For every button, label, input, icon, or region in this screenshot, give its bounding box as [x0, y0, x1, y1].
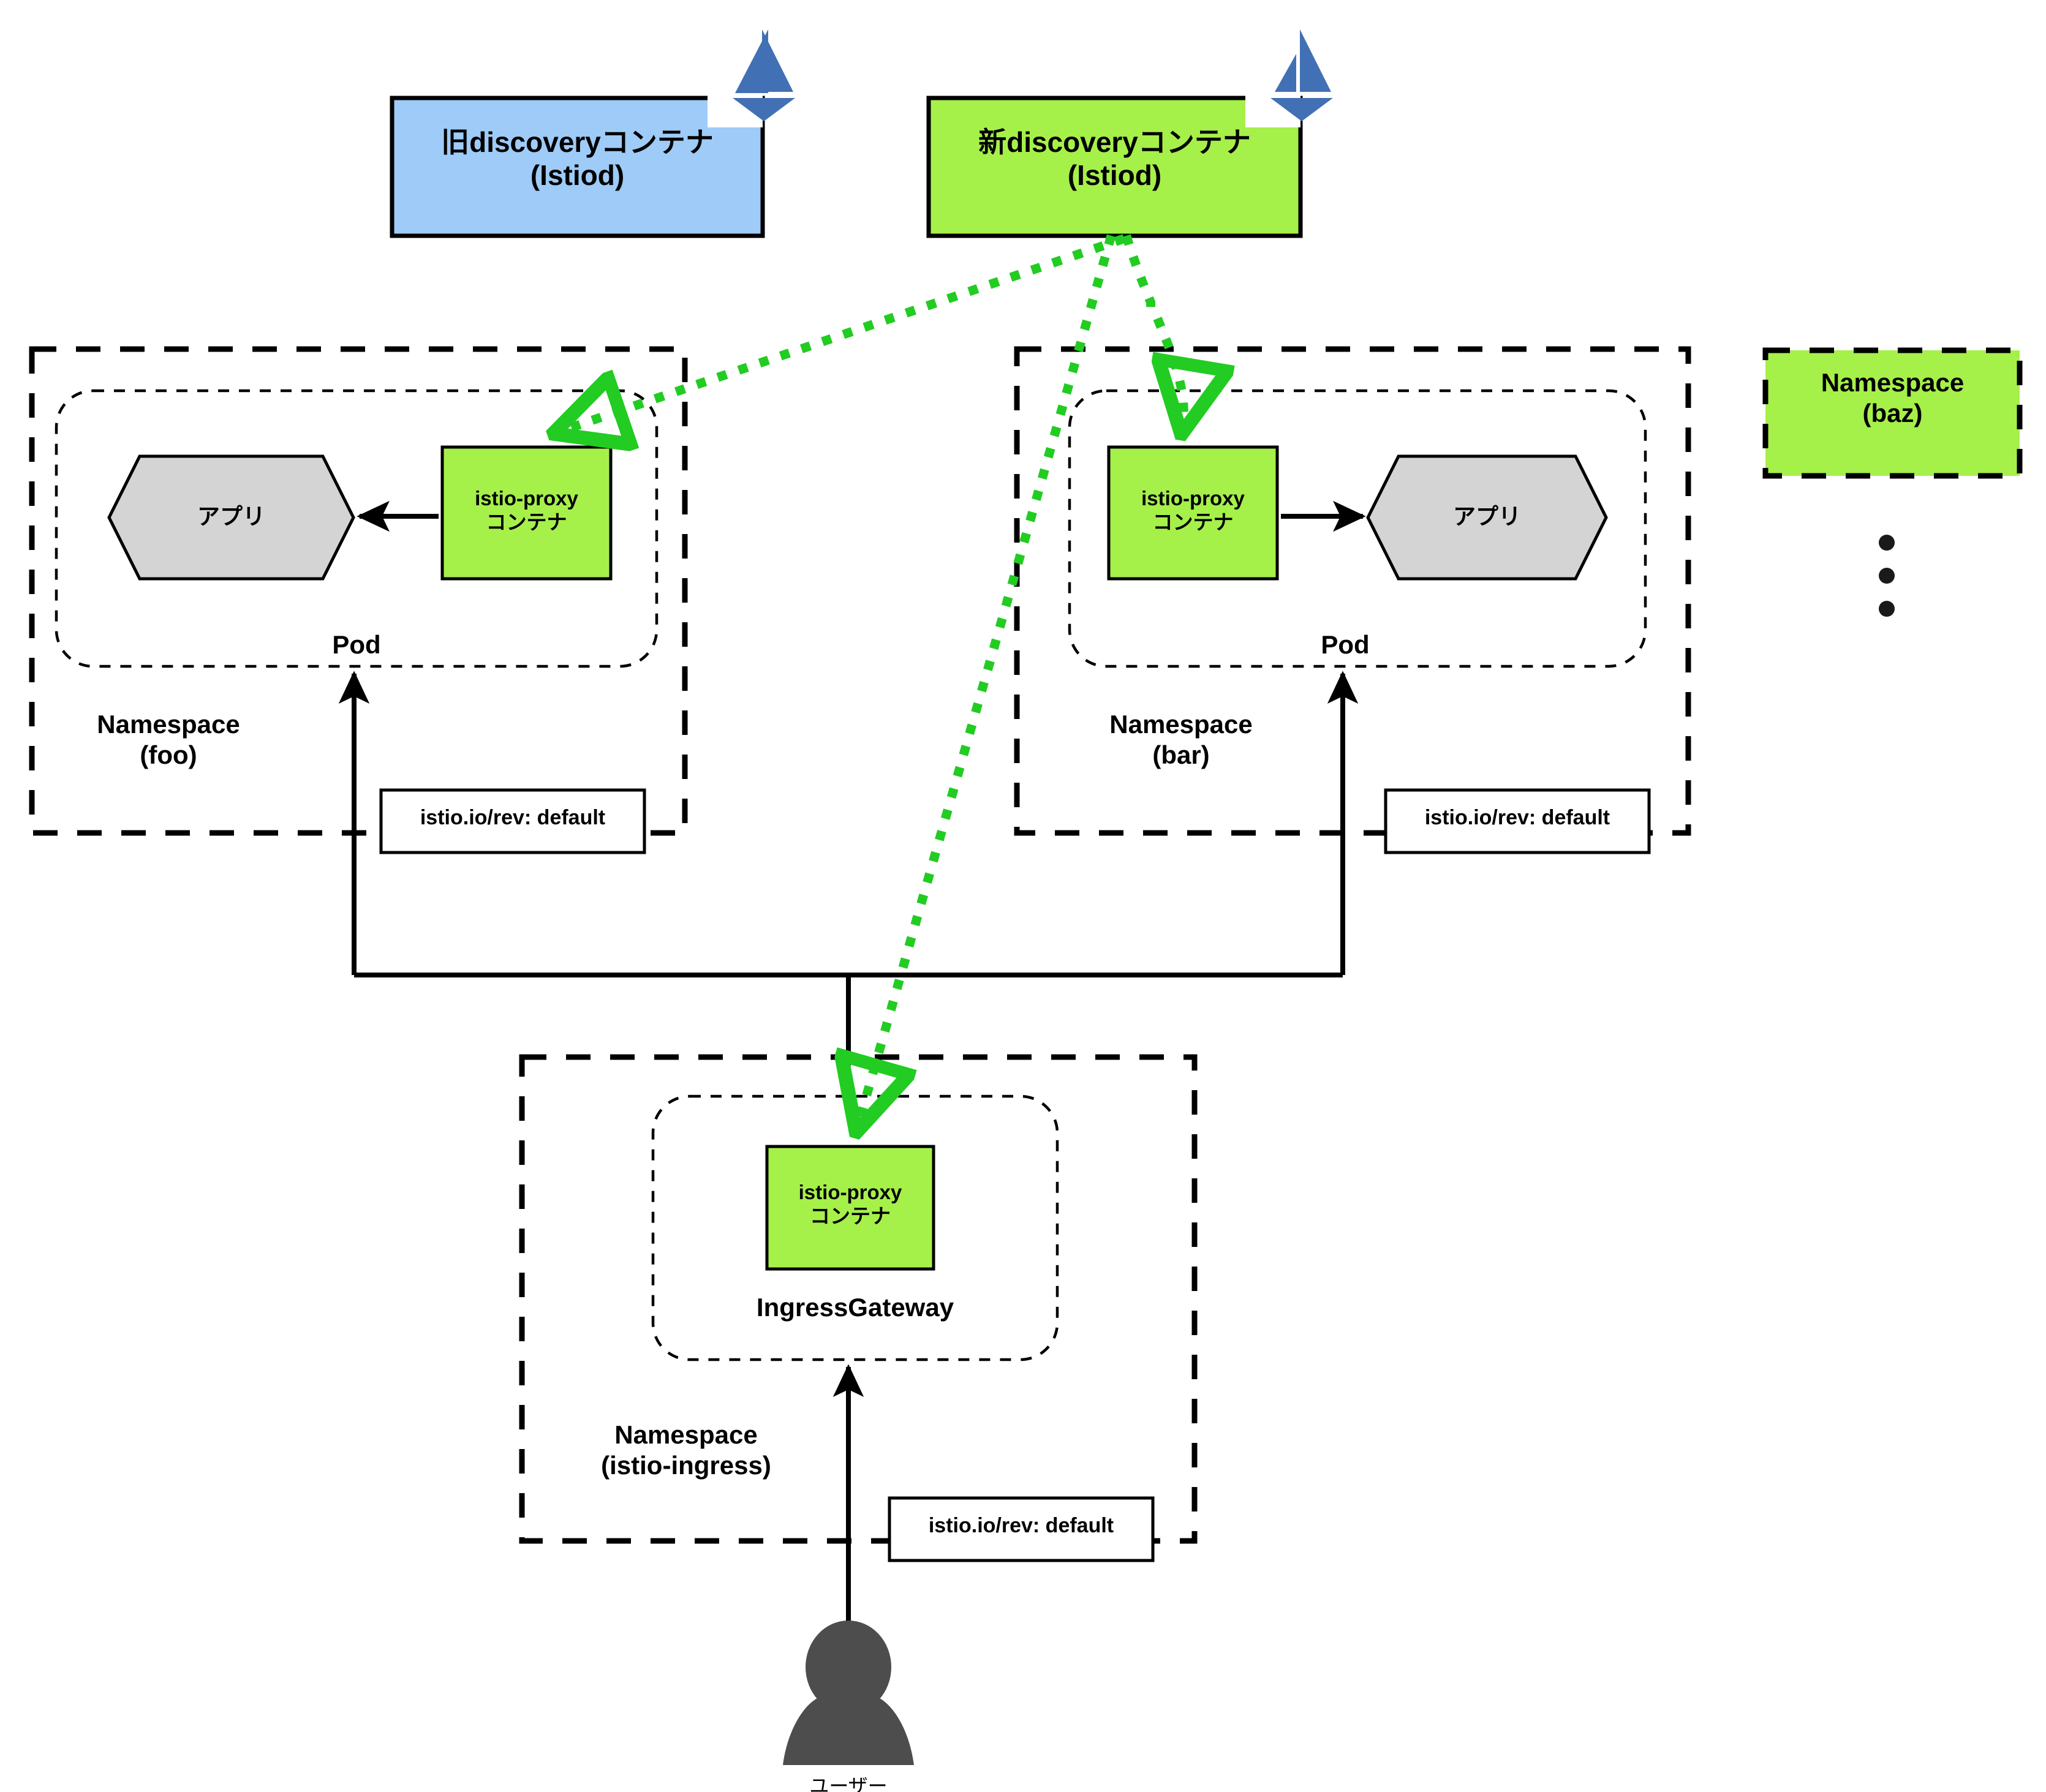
revision-label-box-foo [379, 788, 646, 854]
xds-arrow-to-gateway [858, 234, 1116, 1127]
ellipsis-dot-2 [1879, 568, 1895, 584]
app-hexagon-bar [1366, 454, 1608, 581]
proxy-box-gateway [765, 1145, 935, 1271]
app-hexagon-foo [107, 454, 355, 581]
ingress-gateway-box [651, 1094, 1059, 1361]
proxy-box-foo [440, 445, 613, 581]
ellipsis-dot-3 [1879, 601, 1895, 617]
xds-arrow-to-bar [1122, 234, 1183, 429]
pod-bar-box [1068, 389, 1647, 668]
istio-logo-old-icon [708, 29, 795, 127]
old-istiod-box [390, 96, 765, 238]
namespace-baz-box [1762, 347, 2023, 479]
namespace-foo-box [29, 346, 688, 836]
proxy-box-bar [1107, 445, 1279, 581]
ellipsis-dot-1 [1879, 535, 1895, 551]
pod-foo-box [55, 389, 659, 668]
revision-label-box-istio-ingress [888, 1496, 1155, 1562]
namespace-bar-box [1014, 346, 1691, 836]
new-istiod-box [926, 96, 1303, 238]
xds-arrow-to-foo [559, 234, 1126, 432]
istio-logo-new-icon [1245, 29, 1333, 127]
user-person-icon [783, 1621, 914, 1765]
revision-label-box-bar [1384, 788, 1651, 854]
namespace-istio-ingress-box [519, 1054, 1198, 1544]
